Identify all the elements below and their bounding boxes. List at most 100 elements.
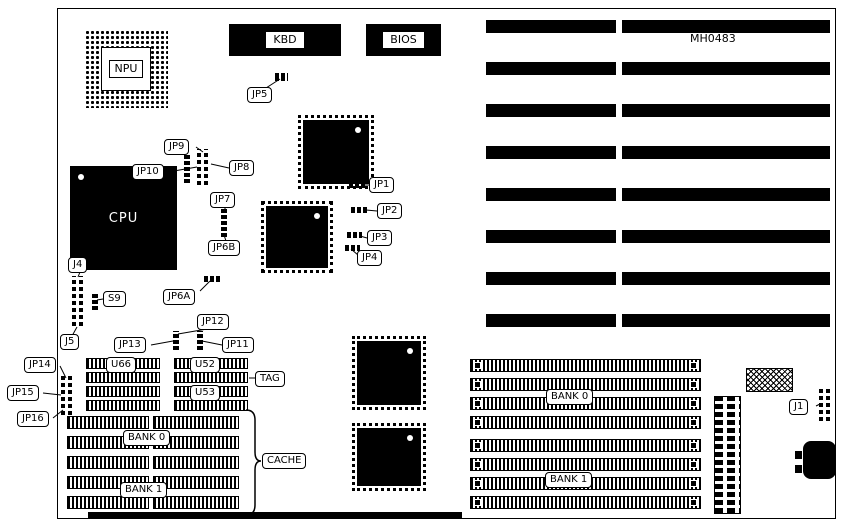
jumper-label-jp1: JP1 <box>369 177 395 193</box>
jumper-label-jp14: JP14 <box>24 357 56 373</box>
isa-slot-segment <box>622 146 830 159</box>
jumper-pins-jp5 <box>275 73 288 81</box>
connector-label-j5: J5 <box>60 334 80 350</box>
keyboard-din-connector <box>803 441 836 479</box>
chip-pin1-dot <box>407 435 413 441</box>
jumper-pins-jp16 <box>61 404 75 415</box>
isa-slot-segment <box>622 20 830 33</box>
board-edge-bar <box>88 512 462 519</box>
isa-slot-segment <box>486 20 616 33</box>
isa-slot-segment <box>486 104 616 117</box>
jumper-pins-jp2 <box>351 207 368 213</box>
isa-slot-segment <box>622 62 830 75</box>
bios-chip-label: BIOS <box>382 31 425 49</box>
cache-chip <box>67 496 149 509</box>
qfp-chip <box>298 115 374 189</box>
isa-slot-segment <box>486 188 616 201</box>
power-tab <box>795 465 802 473</box>
jumper-label-jp10: JP10 <box>132 164 164 180</box>
jumper-label-jp12: JP12 <box>197 314 229 330</box>
power-tab <box>795 451 802 459</box>
npu-label: NPU <box>108 60 144 78</box>
simm-module <box>470 359 701 372</box>
cache-chip <box>67 416 149 429</box>
qfp-chip <box>352 336 426 410</box>
pin-header-jp9 <box>197 149 210 185</box>
simm-module <box>470 496 701 509</box>
qfp-chip <box>352 423 426 491</box>
jumper-label-jp5: JP5 <box>247 87 273 103</box>
jumper-label-jp6a: JP6A <box>163 289 196 305</box>
isa-slot-segment <box>486 272 616 285</box>
jumper-pins-jp1 <box>349 182 366 188</box>
jumper-pins-jp14 <box>61 376 75 387</box>
simm-module <box>470 458 701 471</box>
cache-chip <box>174 400 248 411</box>
isa-slot-segment <box>486 230 616 243</box>
npu-socket: NPU <box>85 30 168 108</box>
connector-j1-pins <box>819 387 832 421</box>
qfp-chip <box>261 201 333 273</box>
pin-header-j4-j5 <box>72 276 85 326</box>
connector-label-j1: J1 <box>789 399 809 415</box>
isa-slot-segment <box>622 272 830 285</box>
power-connector <box>714 396 741 514</box>
tag-label: TAG <box>255 371 285 387</box>
jumper-pins-jp15 <box>61 390 75 401</box>
jumper-pins-jp4 <box>345 245 360 251</box>
cache-chip <box>174 372 248 383</box>
cache-label: CACHE <box>262 453 307 469</box>
isa-slot-segment <box>622 230 830 243</box>
npu-socket-center: NPU <box>101 47 151 91</box>
chip-pin1-dot <box>314 213 320 219</box>
jumper-pins-jp11 <box>197 331 203 350</box>
oscillator <box>746 368 793 392</box>
jumper-label-jp8: JP8 <box>229 160 255 176</box>
isa-slot-segment <box>622 188 830 201</box>
connector-label-s9: S9 <box>103 291 126 307</box>
kbd-chip-label: KBD <box>265 31 305 49</box>
bios-chip: BIOS <box>366 24 441 56</box>
cache-chip <box>67 456 149 469</box>
jumper-label-jp4: JP4 <box>357 250 383 266</box>
pin-header-jp10-jp8 <box>184 155 190 183</box>
connector-label-j4: J4 <box>68 257 88 273</box>
jumper-label-jp13: JP13 <box>114 337 146 353</box>
isa-slot-segment <box>486 146 616 159</box>
cache-chip <box>153 416 239 429</box>
simm-module <box>470 439 701 452</box>
isa-slot-segment <box>622 104 830 117</box>
chip-label-u52: U52 <box>190 357 221 373</box>
isa-slot-segment <box>622 314 830 327</box>
isa-slot-segment <box>486 62 616 75</box>
cache-chip <box>153 496 239 509</box>
cpu-label: CPU <box>108 210 139 226</box>
jumper-label-jp9: JP9 <box>164 139 190 155</box>
cache-chip <box>153 456 239 469</box>
kbd-chip: KBD <box>229 24 341 56</box>
simm-bank1-label: BANK 1 <box>545 472 593 488</box>
jumper-pins-jp3 <box>347 232 362 238</box>
simm-module <box>470 416 701 429</box>
jumper-label-jp16: JP16 <box>17 411 49 427</box>
jumper-label-jp2: JP2 <box>377 203 403 219</box>
jumper-pins-jp12-jp13 <box>173 331 179 350</box>
jumper-label-jp6b: JP6B <box>208 240 241 256</box>
cache-chip <box>86 400 160 411</box>
chip-label-u53: U53 <box>190 385 221 401</box>
isa-slot-segment <box>486 314 616 327</box>
simm-bank0-label: BANK 0 <box>546 389 594 405</box>
jumper-label-jp3: JP3 <box>367 230 393 246</box>
jumper-pins-jp6a <box>204 276 221 282</box>
chip-pin1-dot <box>407 348 413 354</box>
cache-chip <box>86 386 160 397</box>
jumper-pins-jp7-jp6b <box>221 209 227 237</box>
cpu-pin1-dot <box>78 174 84 180</box>
board-part-number: MH0483 <box>690 32 736 45</box>
jumper-label-jp11: JP11 <box>222 337 254 353</box>
chip-pin1-dot <box>355 127 361 133</box>
chip-label-u66: U66 <box>106 357 137 373</box>
cache-bank1-label: BANK 1 <box>120 482 168 498</box>
jumper-pins-s9 <box>92 294 98 310</box>
